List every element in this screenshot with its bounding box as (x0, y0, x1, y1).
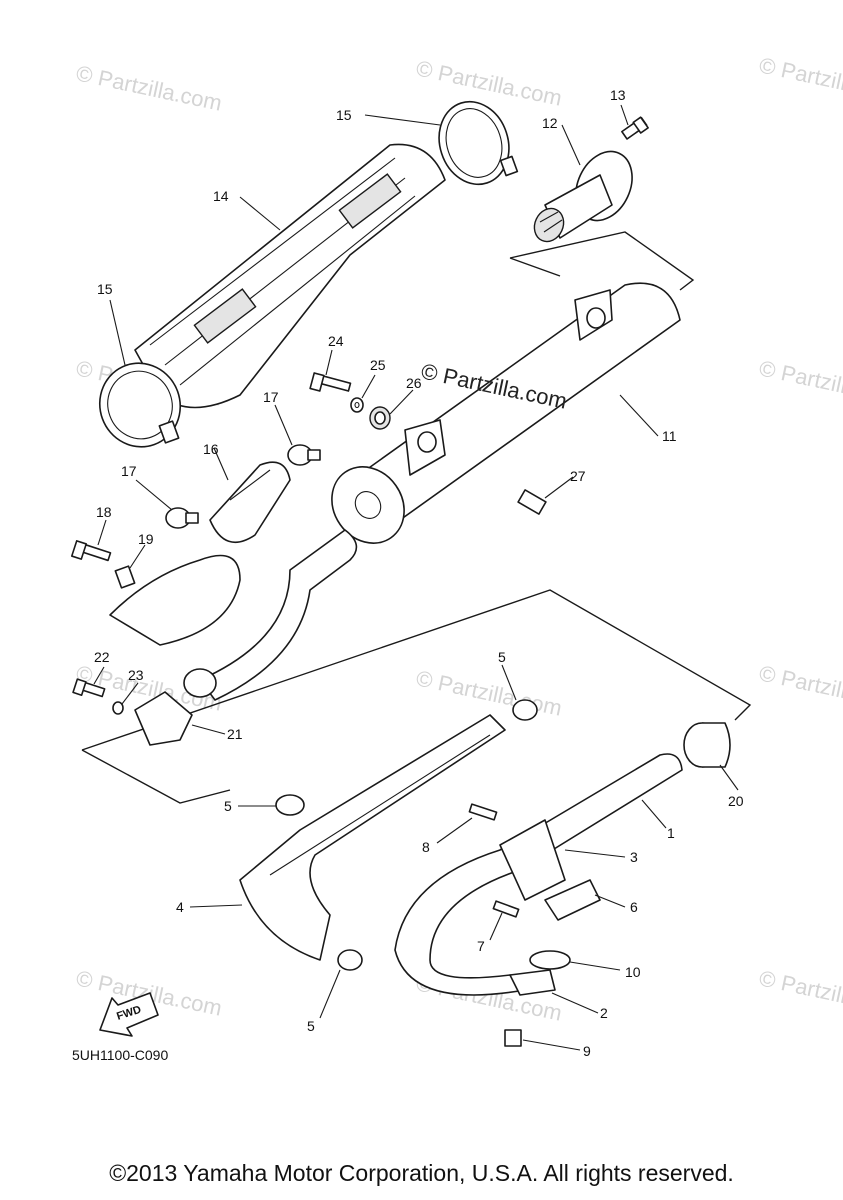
bolt-13 (621, 116, 649, 140)
callout-27: 27 (570, 468, 586, 484)
heat-protector-14 (134, 143, 446, 409)
watermark: © Partzilla.com (757, 355, 843, 410)
clamp-5-bottom (337, 949, 363, 971)
callout-16: 16 (203, 441, 219, 457)
callout-9: 9 (583, 1043, 591, 1059)
washer-23 (112, 701, 124, 715)
callout-5: 5 (224, 798, 232, 814)
clamp-5-top-right (512, 699, 538, 721)
watermark: © Partzilla.com (757, 52, 843, 107)
collar-19 (114, 565, 136, 589)
callout-23: 23 (128, 667, 144, 683)
clamp-17-lower (165, 507, 199, 529)
exhaust-mid-pipe (109, 529, 358, 701)
exhaust-pipe-1 (394, 753, 683, 996)
plate-6 (544, 879, 601, 921)
callout-11: 11 (662, 428, 677, 444)
fwd-arrow-icon: FWD (99, 992, 159, 1037)
outline-muffler-group-left (509, 257, 561, 277)
outline-muffler-group (509, 231, 695, 291)
joint-16 (209, 461, 291, 544)
watermark: © Partzilla.com (757, 660, 843, 715)
callout-24: 24 (328, 333, 344, 349)
callout-13: 13 (610, 87, 626, 103)
gasket-20 (683, 722, 731, 768)
washer-25 (350, 397, 364, 413)
callout-18: 18 (96, 504, 112, 520)
flange-2 (509, 969, 556, 996)
clamp-17-upper (287, 444, 321, 466)
gasket-10 (529, 950, 571, 970)
callout-10: 10 (625, 964, 641, 980)
muffler-11 (331, 282, 681, 544)
clamp-15-upper (438, 100, 519, 186)
callout-1: 1 (667, 825, 675, 841)
callout-20: 20 (728, 793, 744, 809)
callout-4: 4 (176, 899, 184, 915)
group-outlines (81, 231, 752, 804)
clamp-5-left (275, 794, 305, 816)
watermark: © Partzilla.com (414, 665, 564, 720)
callout-8: 8 (422, 839, 430, 855)
outline-lower-group-bottom (81, 749, 231, 804)
callout-2: 2 (600, 1005, 608, 1021)
clamp-15-lower (98, 362, 182, 448)
bolt-8 (468, 803, 498, 821)
callout-22: 22 (94, 649, 110, 665)
callout-6: 6 (630, 899, 638, 915)
watermark: © Partzilla.com (414, 55, 564, 110)
callout-5: 5 (498, 649, 506, 665)
callout-19: 19 (138, 531, 154, 547)
callout-7: 7 (477, 938, 485, 954)
callout-15: 15 (336, 107, 352, 123)
callout-3: 3 (630, 849, 638, 865)
callout-labels: 1 2 3 4 5 5 5 6 7 8 9 10 11 12 13 14 15 … (94, 87, 744, 1059)
callout-15: 15 (97, 281, 113, 297)
grommet-26 (369, 406, 391, 430)
callout-17: 17 (121, 463, 137, 479)
diagram-code: 5UH1100-C090 (72, 1047, 168, 1063)
callout-26: 26 (406, 375, 422, 391)
callout-14: 14 (213, 188, 229, 204)
bracket-3 (499, 819, 566, 901)
protector-4 (239, 714, 506, 961)
watermark: © Partzilla.com (74, 60, 224, 115)
bolt-22 (72, 678, 106, 698)
bolt-7 (492, 900, 520, 918)
callout-5: 5 (307, 1018, 315, 1034)
callout-12: 12 (542, 115, 558, 131)
copyright-footer: ©2013 Yamaha Motor Corporation, U.S.A. A… (109, 1160, 734, 1186)
bolt-18 (70, 540, 112, 562)
callout-21: 21 (227, 726, 243, 742)
leader-lines (93, 104, 739, 1051)
callout-25: 25 (370, 357, 386, 373)
watermark: © Partzilla.com (757, 965, 843, 1020)
callout-17: 17 (263, 389, 279, 405)
bracket-21 (134, 691, 193, 746)
outline-lower-group (81, 589, 752, 751)
nut-9 (504, 1029, 522, 1047)
spark-arrester-12 (533, 150, 633, 243)
collar-27 (517, 489, 547, 515)
bolt-24 (309, 372, 352, 392)
